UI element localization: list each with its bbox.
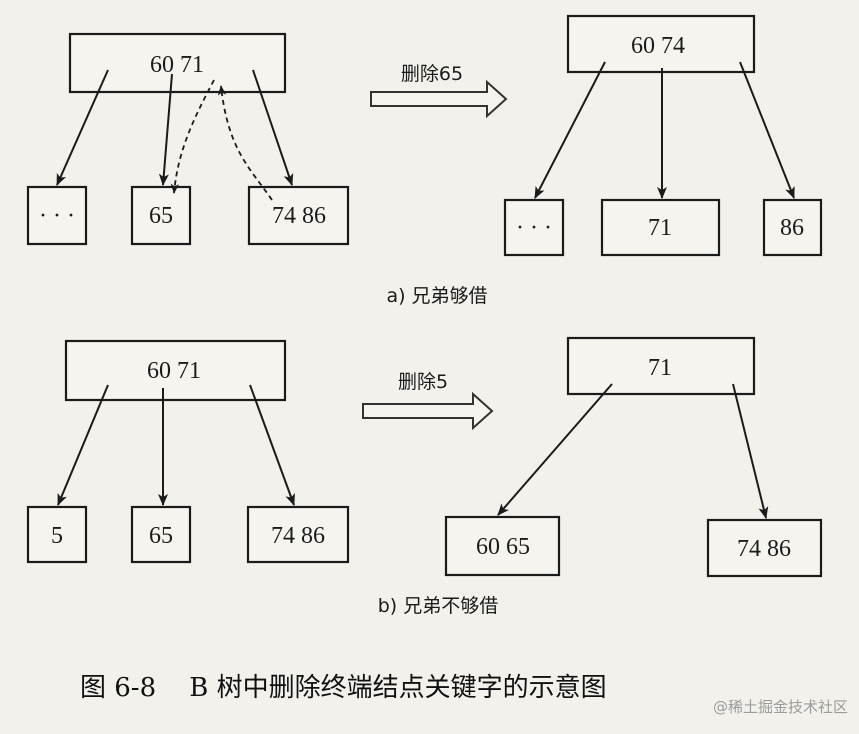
edge-a-after-1 — [534, 61, 606, 199]
node-b-after-child-2-keys: 74 86 — [737, 536, 791, 562]
borrow-dashed-arrow-down — [170, 79, 215, 194]
figure-caption: 图 6-8 B 树中删除终端结点关键字的示意图 — [80, 673, 607, 703]
node-b-after-child-1 — [444, 515, 561, 577]
node-a-before-child-2 — [130, 185, 192, 246]
node-b-after-child-2 — [706, 518, 823, 578]
node-b-before-child-3-keys: 74 86 — [271, 523, 325, 549]
edge-a-after-3 — [739, 61, 795, 199]
node-a-after-child-3 — [762, 198, 823, 257]
node-a-after-root — [566, 14, 756, 74]
node-b-before-root — [64, 339, 287, 402]
node-b-before-child-2-keys: 65 — [149, 523, 173, 549]
edge-a-before-2 — [158, 73, 173, 186]
panel-a-after-tree: 60 74 · · · 71 86 — [503, 14, 823, 257]
node-a-before-child-3-keys: 74 86 — [272, 203, 326, 229]
edge-a-before-3 — [252, 69, 294, 186]
node-a-before-child-1-keys: · · · — [39, 203, 75, 229]
edge-a-before-1 — [56, 69, 109, 186]
panel-a-operation-label: 删除65 — [401, 63, 463, 85]
caption-b: b) 兄弟不够借 — [378, 595, 499, 617]
node-a-before-child-3 — [247, 185, 350, 246]
panel-a-before-tree: 60 71 · · · 65 74 86 — [26, 32, 350, 246]
panel-b-operation-label: 删除5 — [398, 371, 448, 393]
edge-b-after-2 — [732, 383, 769, 519]
node-b-before-root-keys: 60 71 — [147, 358, 201, 384]
node-a-after-child-1-keys: · · · — [516, 215, 552, 241]
node-a-after-child-1 — [503, 198, 565, 257]
panel-b-operation: 删除5 — [362, 371, 494, 431]
node-a-after-child-2-keys: 71 — [648, 215, 672, 241]
transform-arrow-a — [370, 79, 508, 119]
panel-a-operation: 删除65 — [370, 63, 508, 119]
panel-b-after-tree: 71 60 65 74 86 — [444, 336, 823, 578]
node-b-before-child-2 — [130, 505, 192, 564]
node-a-before-child-2-keys: 65 — [149, 203, 173, 229]
edge-b-before-1 — [57, 384, 109, 506]
borrow-dashed-arrow-up — [217, 85, 273, 201]
node-b-before-child-3 — [246, 505, 350, 564]
node-b-before-child-1-keys: 5 — [51, 523, 63, 549]
watermark: @稀土掘金技术社区 — [713, 698, 848, 716]
node-a-after-child-2 — [600, 198, 721, 257]
node-a-before-child-1 — [26, 185, 88, 246]
node-b-before-child-1 — [26, 505, 88, 564]
node-a-after-root-keys: 60 74 — [631, 33, 685, 59]
transform-arrow-b — [362, 391, 494, 431]
node-b-after-child-1-keys: 60 65 — [476, 534, 530, 560]
node-b-after-root-keys: 71 — [648, 355, 672, 381]
node-b-after-root — [566, 336, 756, 396]
node-a-before-root-keys: 60 71 — [150, 52, 204, 78]
edge-b-after-1 — [497, 383, 613, 516]
node-a-after-child-3-keys: 86 — [780, 215, 804, 241]
caption-a: a) 兄弟够借 — [386, 285, 487, 307]
edge-b-before-3 — [249, 384, 295, 506]
node-a-before-root — [68, 32, 287, 94]
panel-b-before-tree: 60 71 5 65 74 86 — [26, 339, 350, 564]
